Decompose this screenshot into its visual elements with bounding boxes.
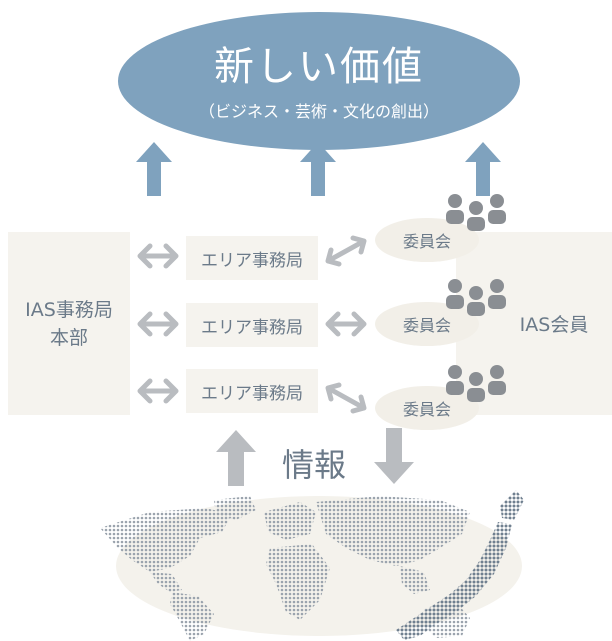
ias-member-panel: IAS会員: [456, 232, 612, 415]
diagram-subtitle: （ビジネス・芸術・文化の創出）: [198, 102, 439, 121]
up-arrow-icon: [136, 142, 172, 196]
area-office-label: エリア事務局: [201, 317, 303, 338]
double-arrow-icon: [137, 378, 179, 404]
diagram-title: 新しい価値: [214, 44, 424, 90]
world-map-icon: [100, 490, 524, 641]
new-value-ellipse: [118, 12, 520, 150]
area-office-2: エリア事務局: [186, 303, 318, 347]
area-office-label: エリア事務局: [201, 383, 303, 404]
committee-label: 委員会: [402, 400, 451, 419]
double-arrow-icon: [325, 235, 367, 267]
member-label: IAS会員: [519, 314, 589, 336]
area-office-1: エリア事務局: [186, 236, 318, 280]
double-arrow-icon: [137, 243, 179, 269]
hq-label-line1: IAS事務局: [25, 298, 113, 321]
up-arrow-icon: [216, 430, 256, 486]
committee-3: 委員会: [375, 386, 479, 430]
committee-1: 委員会: [375, 218, 479, 262]
hq-label-line2: 本部: [49, 326, 88, 349]
info-label: 情報: [282, 446, 347, 484]
person-group-icon: [446, 194, 506, 231]
ias-hq-panel: IAS事務局 本部: [8, 232, 130, 415]
committee-2: 委員会: [375, 302, 479, 346]
down-arrow-icon: [374, 428, 414, 484]
area-office-label: エリア事務局: [201, 250, 303, 271]
person-group-icon: [446, 279, 506, 316]
committee-label: 委員会: [402, 232, 451, 251]
up-arrow-icon: [465, 142, 501, 196]
double-arrow-icon: [137, 311, 179, 337]
area-office-3: エリア事務局: [186, 369, 318, 413]
double-arrow-icon: [325, 311, 367, 337]
up-arrow-icon: [300, 142, 336, 196]
double-arrow-icon: [325, 382, 367, 414]
person-group-icon: [446, 365, 506, 402]
committee-label: 委員会: [402, 316, 451, 335]
